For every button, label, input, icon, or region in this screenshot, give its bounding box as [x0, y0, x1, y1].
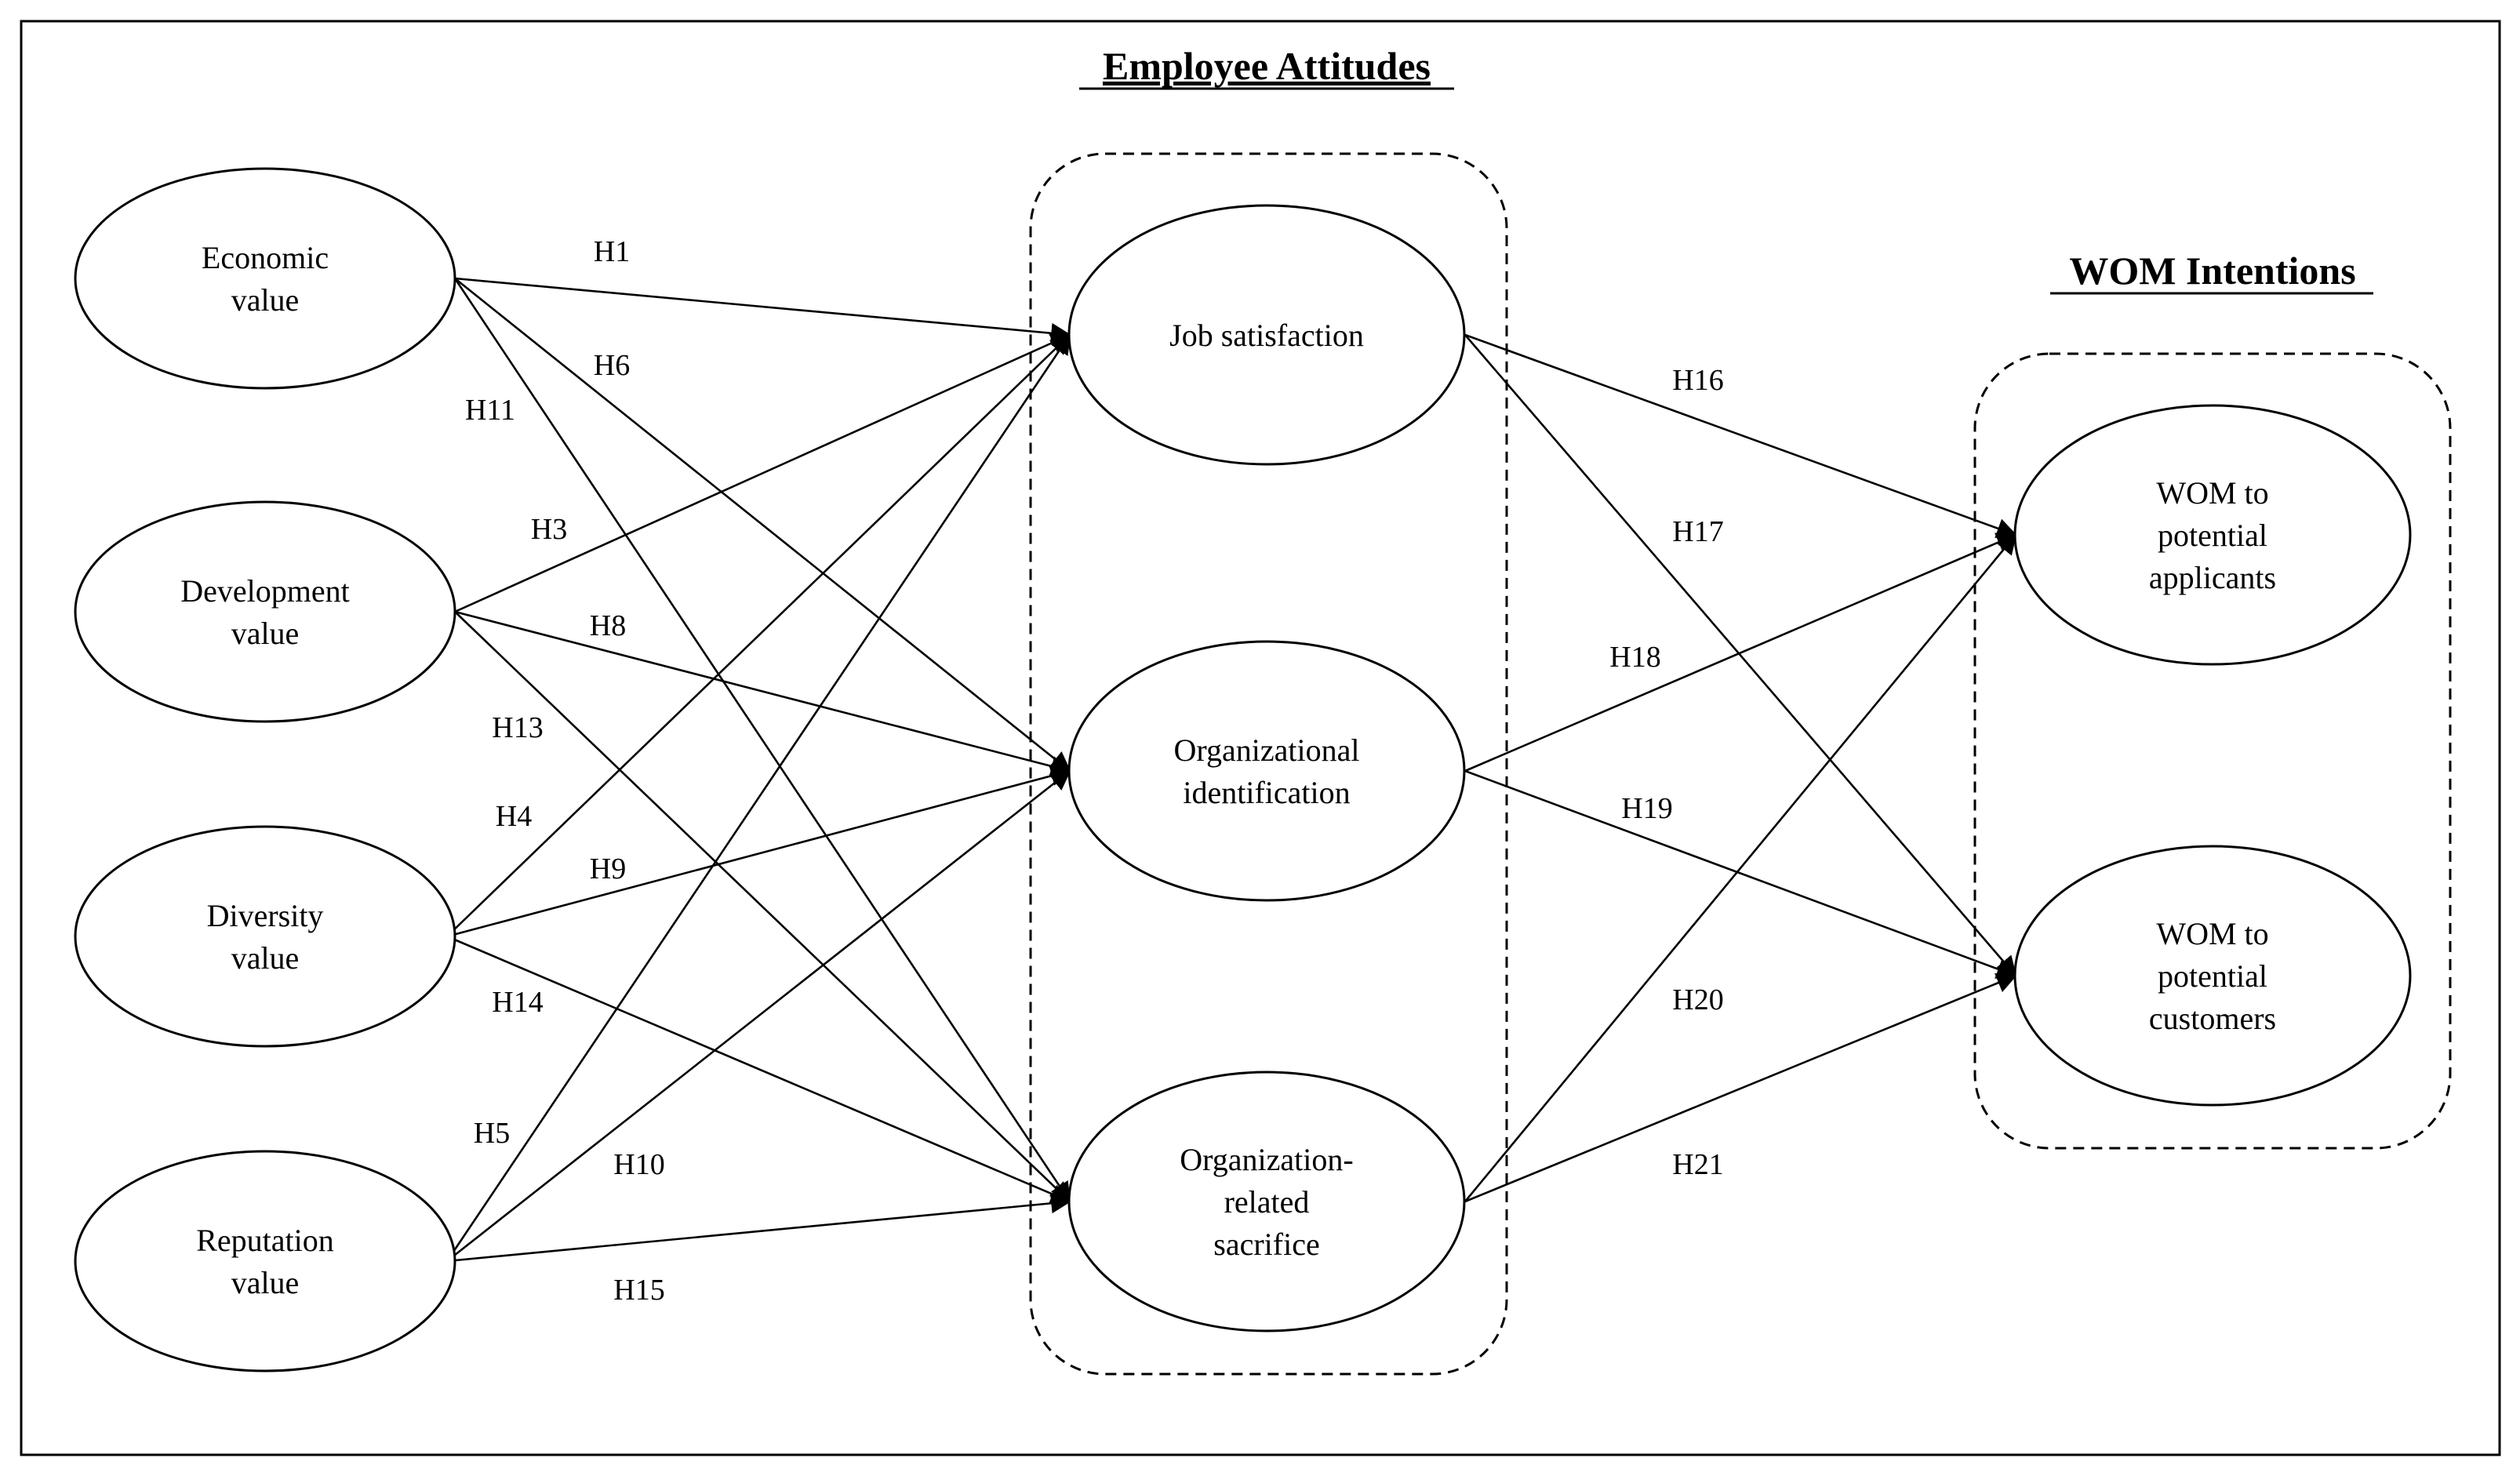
edge-label-h18: H18 — [1609, 641, 1660, 674]
node-ellipse — [1067, 1071, 1466, 1332]
edge-h21 — [1464, 973, 2018, 1203]
edge-h17 — [1464, 334, 2017, 977]
node-label: Organizational — [1174, 733, 1360, 768]
node-label: identification — [1183, 775, 1350, 810]
node-job-sat: Job satisfaction — [1067, 204, 1466, 466]
edge-label-h21: H21 — [1672, 1148, 1723, 1181]
edge-h11 — [453, 278, 1071, 1203]
node-ellipse — [74, 500, 456, 723]
edge-label-h11: H11 — [465, 394, 515, 427]
node-diversity: Diversity value — [74, 825, 456, 1048]
edge-label-h20: H20 — [1672, 983, 1723, 1016]
node-wom-app: WOM to potential applicants — [2013, 404, 2412, 666]
node-label: customers — [2149, 1001, 2276, 1036]
edge-label-h1: H1 — [594, 235, 630, 268]
node-label: Organization- — [1180, 1142, 1353, 1177]
node-ellipse — [2013, 845, 2412, 1107]
node-label: value — [231, 940, 300, 976]
node-economic: Economic value — [74, 167, 456, 390]
node-ellipse — [74, 825, 456, 1048]
edge-label-h5: H5 — [474, 1117, 510, 1150]
node-org-id: Organizational identification — [1067, 640, 1466, 902]
node-ellipse — [74, 1150, 456, 1372]
node-label: value — [231, 282, 300, 318]
node-label: Reputation — [196, 1223, 334, 1258]
edge-h6 — [454, 277, 1071, 773]
node-label: sacrifice — [1213, 1227, 1319, 1262]
edge-label-h6: H6 — [594, 349, 630, 382]
employee-attitudes-box — [1029, 152, 1508, 1376]
edge-h9 — [446, 765, 1072, 938]
edge-label-h13: H13 — [492, 711, 543, 744]
edge-h18 — [1464, 533, 2017, 773]
edge-h19 — [1464, 769, 2018, 979]
edge-h15 — [446, 1193, 1072, 1263]
edge-label-h15: H15 — [613, 1274, 664, 1307]
node-label: related — [1224, 1184, 1310, 1220]
node-label: Development — [180, 573, 350, 609]
edge-label-h3: H3 — [531, 513, 567, 546]
node-label: value — [231, 616, 300, 651]
wom-intentions-box — [1973, 352, 2452, 1150]
edge-label-h16: H16 — [1672, 364, 1723, 397]
nodes-layer: EconomicvalueDevelopmentvalueDiversityva… — [74, 167, 2412, 1372]
edge-label-h10: H10 — [613, 1148, 664, 1181]
node-label: applicants — [2149, 560, 2276, 595]
edge-label-h4: H4 — [496, 800, 532, 833]
node-label: potential — [2158, 518, 2267, 553]
node-development: Development value — [74, 500, 456, 723]
edge-h13 — [454, 611, 1071, 1203]
edge-label-h14: H14 — [492, 986, 543, 1019]
edge-h10 — [446, 769, 1071, 1263]
edge-label-h19: H19 — [1621, 792, 1672, 825]
node-wom-cust: WOM to potential customers — [2013, 845, 2412, 1107]
edge-label-h8: H8 — [590, 609, 626, 642]
edge-h1 — [454, 277, 1072, 344]
node-label: WOM to — [2156, 475, 2268, 511]
node-ellipse — [1067, 640, 1466, 902]
node-label: potential — [2158, 958, 2267, 994]
edge-h14 — [446, 935, 1071, 1204]
edge-h20 — [1464, 533, 2017, 1202]
node-org-sac: Organization-related sacrifice — [1067, 1071, 1466, 1332]
edge-label-h17: H17 — [1672, 515, 1723, 548]
node-ellipse — [1067, 204, 1466, 466]
node-label: Economic — [202, 240, 329, 275]
node-label: WOM to — [2156, 916, 2268, 951]
figure-frame — [20, 20, 2501, 1456]
employee-attitudes-title: Employee Attitudes — [1103, 44, 1431, 88]
edges-layer — [445, 277, 2018, 1263]
edge-h5 — [445, 333, 1071, 1262]
edge-h8 — [454, 610, 1072, 776]
node-ellipse — [2013, 404, 2412, 666]
node-label: Job satisfaction — [1169, 318, 1364, 353]
node-reputation: Reputation value — [74, 1150, 456, 1372]
wom-intentions-title: WOM Intentions — [2069, 249, 2355, 293]
edge-h4 — [446, 333, 1071, 937]
edge-h3 — [454, 333, 1071, 613]
node-ellipse — [74, 167, 456, 390]
edge-label-h9: H9 — [590, 853, 626, 885]
edge-h16 — [1464, 333, 2018, 539]
node-label: value — [231, 1265, 300, 1300]
node-label: Diversity — [207, 898, 324, 933]
